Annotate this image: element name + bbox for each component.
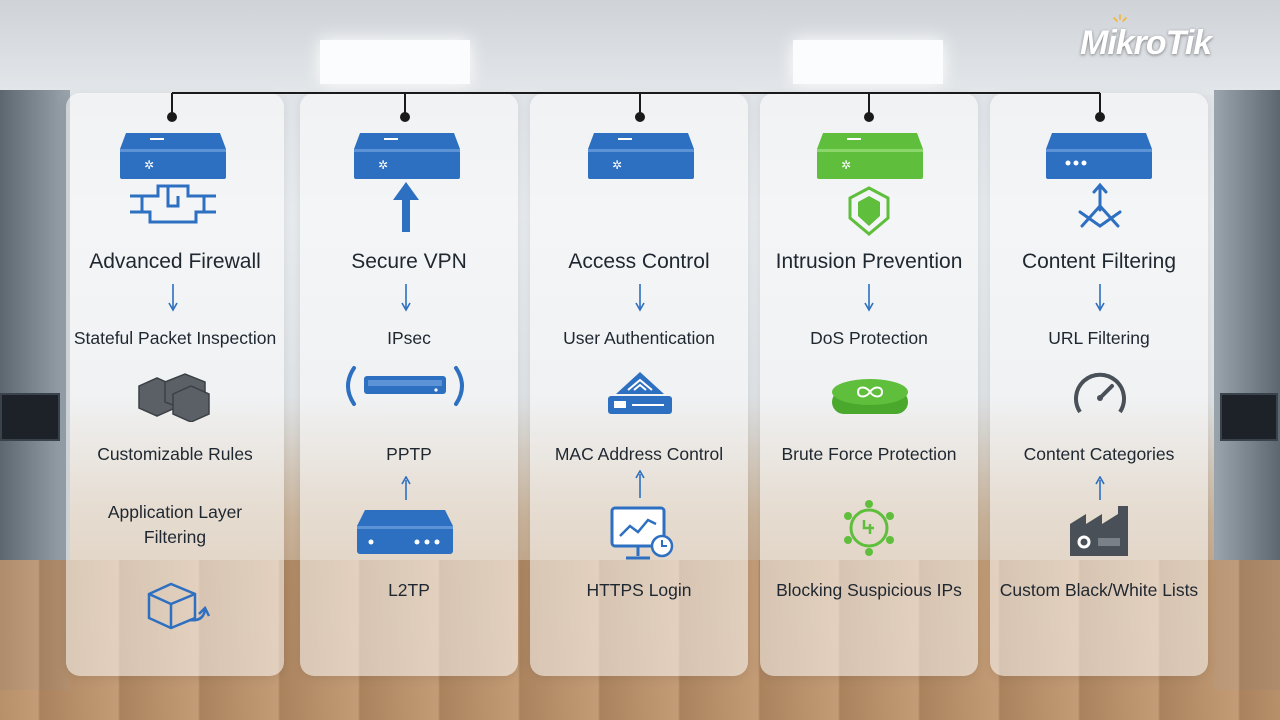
up-arrow-small-icon [401,476,411,500]
column-title: Access Control [568,250,710,273]
ceiling-light [320,40,470,84]
feature-label: Brute Force Protection [781,444,957,464]
feature-label: Content Categories [1023,444,1175,464]
feature-label: Customizable Rules [97,444,253,464]
svg-text:✲: ✲ [378,158,388,172]
network-star-icon [1078,182,1122,228]
svg-text:✲: ✲ [144,158,154,172]
router-device-icon: ✲ [354,133,460,179]
feature-label: Custom Black/White Lists [999,580,1199,600]
feature-label: Application Layer Filtering [107,502,243,547]
monitor [1220,393,1278,441]
feature-label: Stateful Packet Inspection [73,328,277,348]
feature-label: IPsec [387,328,431,348]
feature-label: PPTP [386,444,432,464]
network-gear-icon [844,500,894,556]
up-arrow-small-icon [1095,476,1105,500]
feature-label: HTTPS Login [586,580,692,600]
down-arrow-icon [1095,284,1105,312]
router-device-icon: ✲ [588,133,694,179]
down-arrow-icon [401,284,411,312]
column-title: Advanced Firewall [89,250,261,273]
monitor [0,393,60,441]
infinity-device-icon [832,379,908,414]
monitor-clock-icon [610,506,674,560]
cubes-icon [138,373,210,422]
router-device-icon: ✲ [120,133,226,179]
feature-label: User Authentication [563,328,715,348]
feature-label: L2TP [388,580,430,600]
box-arrow-icon [147,582,211,630]
ceiling [0,0,1280,95]
shield-icon [848,186,890,236]
gauge-icon [1074,372,1126,414]
feature-label: DoS Protection [810,328,928,348]
column-title: Content Filtering [1021,250,1177,273]
feature-label: MAC Address Control [554,444,724,464]
modem-icon [357,510,453,554]
down-arrow-icon [168,284,178,312]
router-device-icon [1046,133,1152,179]
up-arrow-icon [393,182,419,232]
down-arrow-icon [635,284,645,312]
router-device-green-icon: ✲ [817,133,923,179]
svg-text:✲: ✲ [841,158,851,172]
down-arrow-icon [864,284,874,312]
up-arrow-small-icon [635,470,645,498]
svg-text:✲: ✲ [612,158,622,172]
factory-icon [1070,506,1128,556]
logo-spark-icon [1113,14,1127,22]
column-title: Secure VPN [351,250,467,273]
column-title: Intrusion Prevention [775,250,963,273]
access-device-icon [608,372,672,414]
vpn-tunnel-icon [346,366,464,406]
feature-label: Blocking Suspicious IPs [776,580,962,600]
mikrotik-logo: MikroTik [1080,24,1212,62]
circuit-icon [130,184,216,224]
feature-label: URL Filtering [1048,328,1150,348]
ceiling-light [793,40,943,84]
